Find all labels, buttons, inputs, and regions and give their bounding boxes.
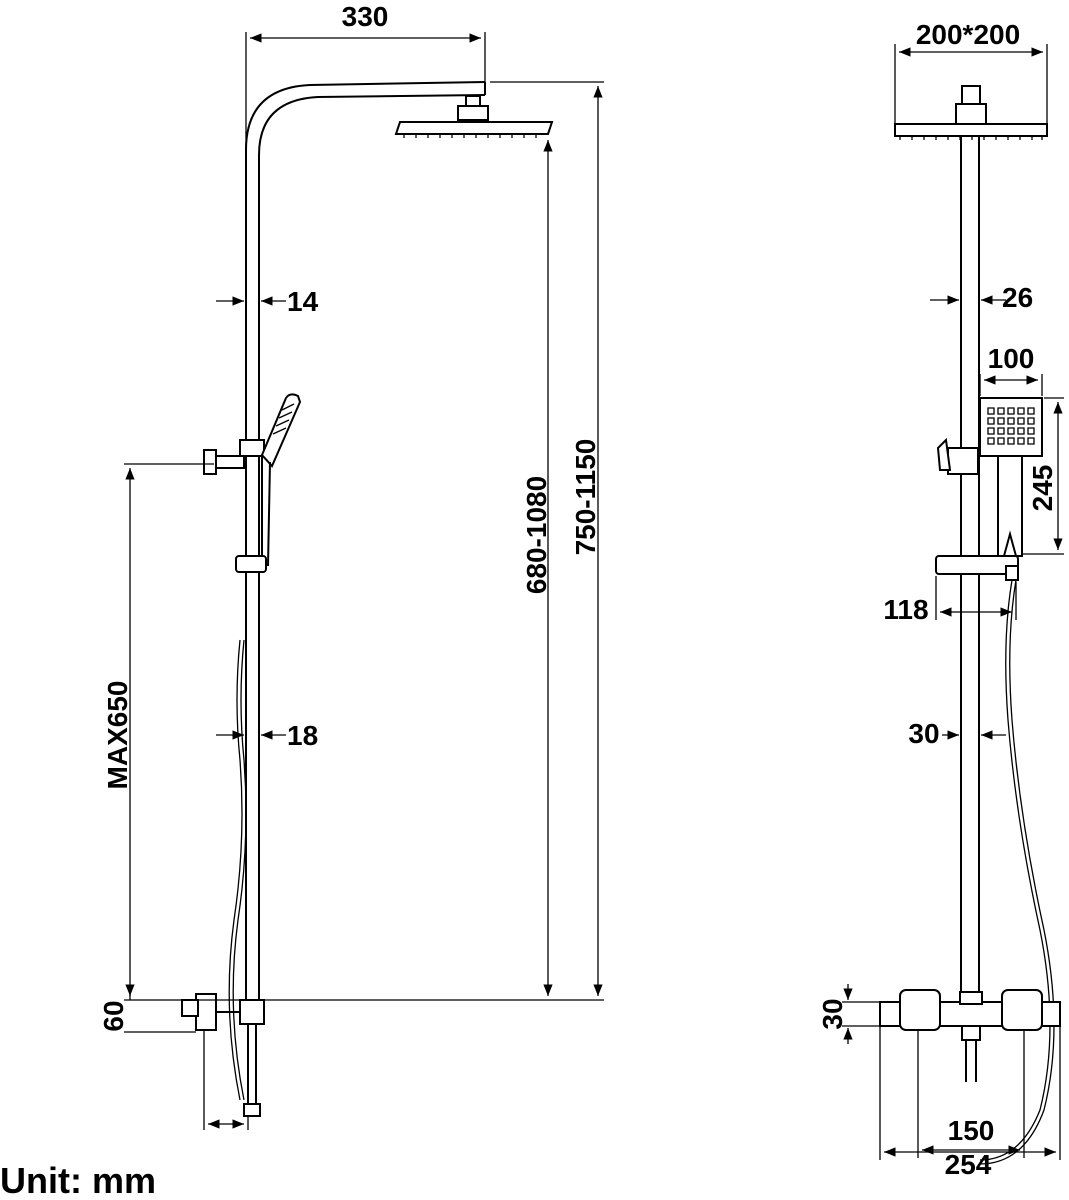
- dim-slide-max: MAX650: [102, 681, 133, 790]
- dim-valve-height-front: 30: [817, 998, 848, 1029]
- dim-handshower-width: 100: [988, 343, 1035, 374]
- front-handshower-head: [979, 397, 1043, 457]
- front-diverter: [947, 447, 979, 475]
- dim-lower-pipe-front: 30: [908, 718, 939, 749]
- dim-upper-pipe-side: 14: [287, 286, 319, 317]
- dim-inlet-spacing: 150: [948, 1115, 995, 1146]
- side-rain-head: [394, 121, 554, 135]
- front-valve-outlet: [961, 1025, 981, 1041]
- front-view: 200*200 26 100 245 118 30 30 1: [817, 19, 1064, 1180]
- front-right-handle: [1001, 989, 1043, 1031]
- side-slider: [235, 555, 267, 573]
- dim-valve-width: 254: [945, 1149, 992, 1180]
- front-rain-head: [894, 123, 1048, 137]
- side-hose-outlet: [243, 1103, 261, 1117]
- front-head-connector: [961, 85, 981, 105]
- side-valve-body: [239, 999, 265, 1025]
- side-riser-inner: [258, 94, 486, 1000]
- unit-label: Unit: mm: [0, 1160, 156, 1200]
- front-left-handle: [899, 989, 941, 1031]
- side-head-nut: [457, 105, 489, 121]
- front-head-nut: [955, 103, 987, 125]
- side-riser-outer: [245, 81, 486, 1000]
- dim-head-size: 200*200: [916, 19, 1020, 50]
- side-head-connector: [465, 95, 481, 107]
- front-pipe-coupling: [959, 991, 983, 1005]
- dim-lower-pipe-side: 18: [287, 720, 318, 751]
- side-valve-nut: [181, 999, 199, 1017]
- dim-valve-height-side: 60: [98, 1000, 129, 1031]
- dim-head-height-range: 680-1080: [521, 476, 552, 594]
- side-view: 330 14 18 MAX650 60 680-1080 750-1150: [98, 1, 604, 1130]
- side-holder-clamp: [239, 439, 265, 457]
- side-wall-bracket: [213, 455, 245, 469]
- front-handshower-nozzles: [987, 407, 1035, 445]
- front-hose-clip: [1005, 565, 1019, 581]
- front-hose: [979, 579, 1051, 1161]
- dim-handshower-length: 245: [1027, 465, 1058, 512]
- side-wall-plate: [203, 449, 217, 475]
- dim-upper-pipe-front: 26: [1002, 282, 1033, 313]
- front-diverter-lever: [936, 437, 952, 471]
- dim-side-reach: 330: [342, 1, 389, 32]
- side-hose: [232, 639, 247, 1101]
- dim-total-height-range: 750-1150: [570, 439, 601, 556]
- dim-holder-offset: 118: [883, 594, 928, 625]
